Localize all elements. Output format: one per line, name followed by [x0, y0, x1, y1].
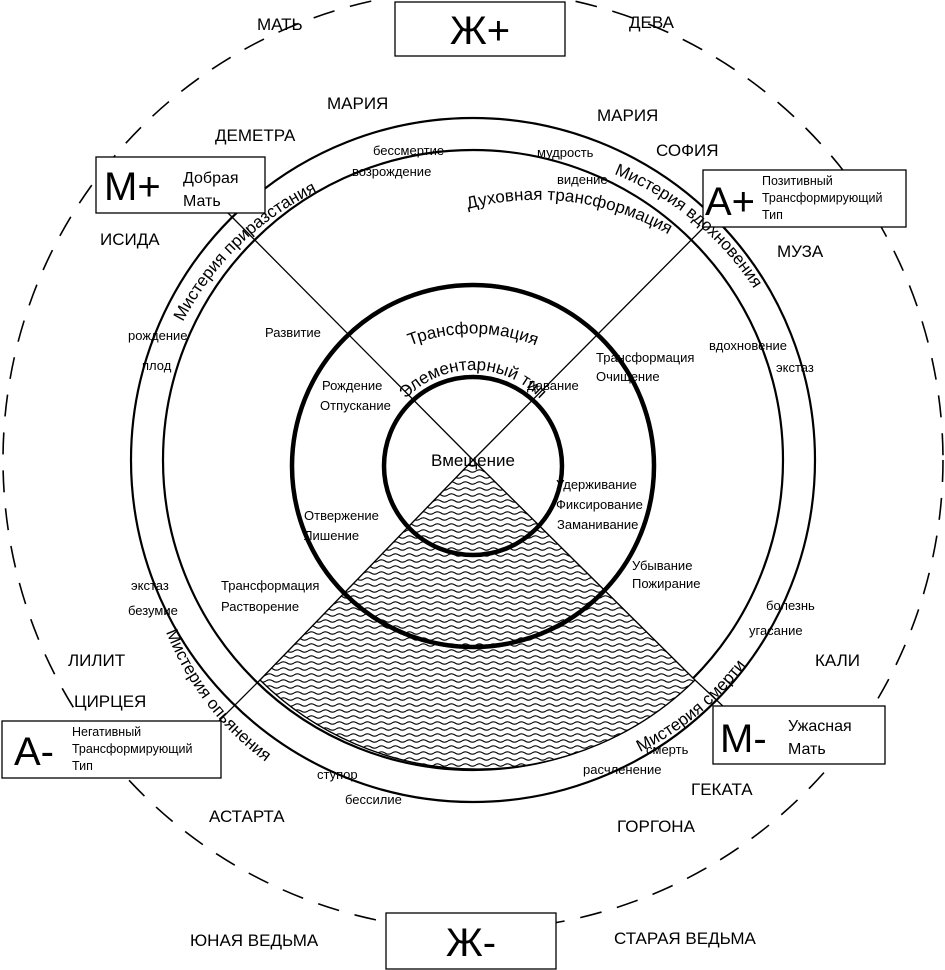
a-plus-label-2: Трансформирующий [762, 191, 882, 205]
word-ekstaz-left: экстаз [131, 578, 169, 593]
name-sofia: СОФИЯ [656, 141, 719, 160]
word-rozhdenie-inner: Рождение [322, 378, 382, 393]
elementary-circle [381, 374, 565, 558]
word-bezumie: безумие [128, 603, 178, 618]
name-isida: ИСИДА [100, 230, 160, 249]
word-rozhdenie: рождение [128, 328, 188, 343]
word-lishenie: Лишение [304, 528, 359, 543]
name-muza: МУЗА [777, 242, 824, 261]
name-astarta: АСТАРТА [209, 807, 285, 826]
a-minus-label-1: Негативный [72, 725, 141, 739]
sign-zh-minus: Ж- [446, 921, 496, 965]
name-deva: ДЕВА [629, 13, 675, 32]
a-plus-label-1: Позитивный [762, 174, 833, 188]
name-gekata: ГЕКАТА [691, 780, 753, 799]
word-bolezn: болезнь [766, 598, 815, 613]
a-minus-label-3: Тип [72, 759, 93, 773]
box-a-minus: А- Негативный Трансформирующий Тип [1, 720, 222, 779]
axis-a-plus [472, 212, 719, 461]
name-yunaya-vedma: ЮНАЯ ВЕДЬМА [190, 931, 319, 950]
word-videnie: видение [557, 172, 608, 187]
sign-a-minus: А- [14, 730, 54, 774]
name-staraya-vedma: СТАРАЯ ВЕДЬМА [614, 929, 757, 948]
box-zh-minus: Ж- [385, 912, 557, 970]
word-smert: смерть [646, 742, 689, 757]
m-minus-label-2: Мать [788, 741, 826, 758]
name-maria-left: МАРИЯ [327, 94, 388, 113]
word-rastvorenie: Растворение [221, 599, 299, 614]
name-kali: КАЛИ [815, 651, 860, 670]
name-gorgona: ГОРГОНА [617, 817, 696, 836]
mid-ring [161, 148, 785, 772]
word-bessmertie: бессмертие [373, 143, 444, 158]
hatched-sector [259, 459, 696, 770]
name-mat: МАТЬ [257, 15, 303, 34]
name-lilit: ЛИЛИТ [68, 651, 125, 670]
m-plus-label-2: Мать [183, 193, 221, 210]
word-ugasanie: угасание [749, 623, 803, 638]
word-transformatsiya-l: Трансформация [221, 578, 319, 593]
word-vozrozhdenie: возрождение [352, 164, 431, 179]
word-fiksirovanie: Фиксирование [556, 497, 643, 512]
word-raschlenenie: расчленение [583, 762, 661, 777]
word-uderzhivanie: Удерживание [556, 477, 637, 492]
word-transformatsiya-r: Трансформация [596, 350, 694, 365]
name-cirtseya: ЦИРЦЕЯ [74, 692, 146, 711]
name-maria-right: МАРИЯ [597, 106, 658, 125]
a-minus-label-2: Трансформирующий [72, 742, 192, 756]
outer-ring [129, 116, 817, 804]
sign-a-plus: А+ [705, 180, 755, 224]
sign-zh-plus: Ж+ [450, 9, 510, 53]
word-pozhiranie: Пожирание [632, 576, 701, 591]
word-razvitie: Развитие [265, 325, 321, 340]
m-minus-label-1: Ужасная [788, 718, 852, 735]
name-demetra: ДЕМЕТРА [215, 126, 296, 145]
transformation-ring [289, 282, 657, 650]
sign-m-minus: М- [720, 717, 767, 761]
word-bessilie: бессилие [345, 792, 402, 807]
word-otpuskanie: Отпускание [320, 398, 391, 413]
word-davanie: Давание [527, 378, 579, 393]
box-a-plus: А+ Позитивный Трансформирующий Тип [702, 169, 907, 228]
m-plus-label-1: Добрая [183, 170, 239, 187]
axis-m-plus [227, 212, 474, 461]
word-ekstaz-right: экстаз [776, 360, 814, 375]
word-ochishchenie: Очищение [596, 369, 660, 384]
word-zamanivanie: Заманивание [557, 517, 638, 532]
box-m-plus: М+ Добрая Мать [95, 156, 266, 214]
word-vdokhnovenie: вдохновение [709, 338, 787, 353]
box-m-minus: М- Ужасная Мать [712, 705, 886, 765]
sign-m-plus: М+ [104, 165, 161, 209]
box-zh-plus: Ж+ [394, 1, 566, 57]
word-otverzhenie: Отвержение [304, 508, 379, 523]
word-ubyvanie: Убывание [632, 558, 692, 573]
a-plus-label-3: Тип [762, 208, 783, 222]
word-mudrost: мудрость [537, 145, 594, 160]
arc-transformatsiya: Трансформация [405, 319, 541, 350]
word-stupor: ступор [317, 767, 358, 782]
arc-dukhovnaya: Духовная трансформация [464, 185, 675, 238]
word-vmeshchenie: Вмещение [431, 451, 515, 470]
word-plod: плод [142, 358, 172, 373]
